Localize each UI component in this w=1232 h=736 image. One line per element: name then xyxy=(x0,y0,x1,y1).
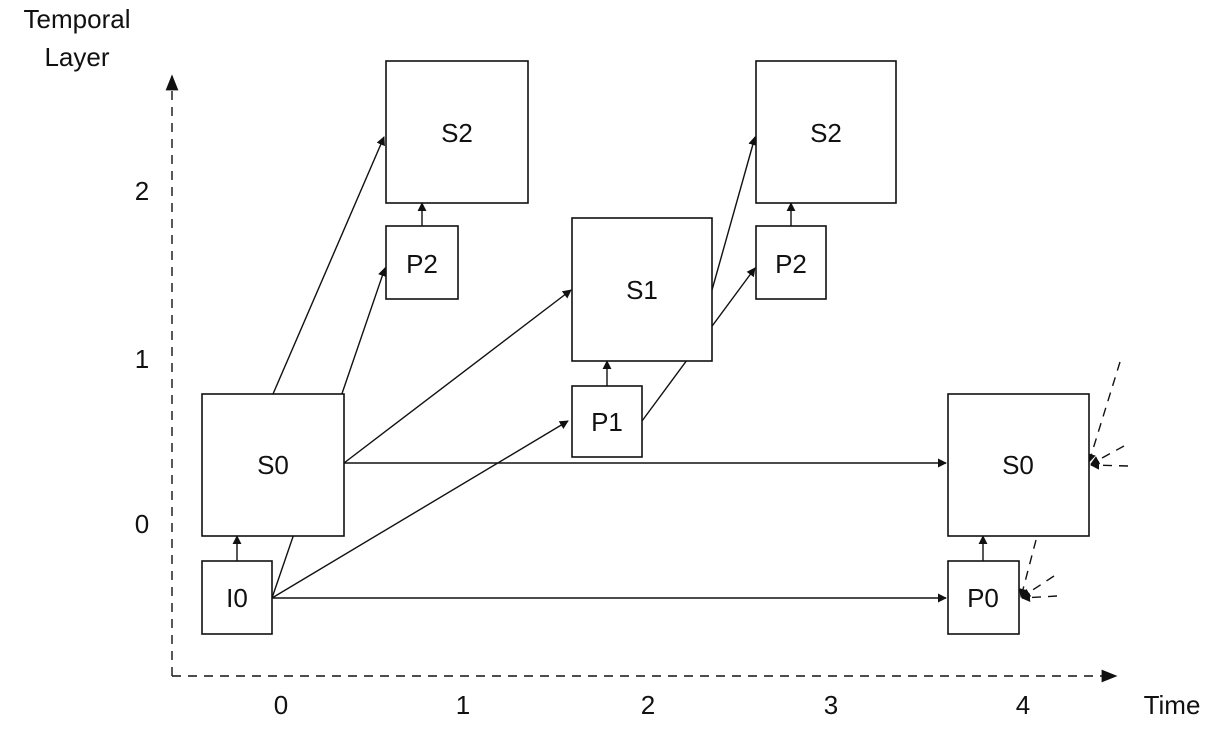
frame-s1: S1 xyxy=(571,217,713,362)
dashed-arrow-incoming xyxy=(1090,445,1125,465)
frame-p2: P2 xyxy=(755,225,827,300)
x-tick-label: 2 xyxy=(641,690,655,720)
arrow-s0-to-s1 xyxy=(343,289,572,464)
frame-p0: P0 xyxy=(947,560,1020,635)
y-tick-label: 0 xyxy=(135,509,149,539)
frame-p1: P1 xyxy=(571,385,643,458)
frame-label: P0 xyxy=(967,583,999,613)
x-tick-label: 0 xyxy=(274,690,288,720)
frame-label: P1 xyxy=(591,407,623,437)
x-tick-label: 4 xyxy=(1016,690,1030,720)
y-axis-title-line2: Layer xyxy=(44,42,109,72)
frame-label: S0 xyxy=(1002,450,1034,480)
frame-s0: S0 xyxy=(201,393,345,537)
dashed-arrow-incoming xyxy=(1090,460,1129,470)
frame-s2: S2 xyxy=(755,60,897,204)
frame-label: P2 xyxy=(406,249,438,279)
dashed-arrow-incoming xyxy=(1087,361,1121,463)
frame-label: S1 xyxy=(626,275,658,305)
x-axis-title: Time xyxy=(1144,690,1201,720)
x-tick-label: 3 xyxy=(824,690,838,720)
frame-label: S2 xyxy=(441,118,473,148)
frame-label: S2 xyxy=(810,118,842,148)
dashed-arrow-incoming xyxy=(1018,539,1037,598)
frame-p2: P2 xyxy=(385,225,459,300)
x-tick-label: 1 xyxy=(456,690,470,720)
arrow-s0-to-s2 xyxy=(272,136,385,395)
arrow-i0-to-p1 xyxy=(271,420,569,599)
y-tick-label: 2 xyxy=(135,176,149,206)
y-axis-title-line1: Temporal xyxy=(24,4,131,34)
y-tick-label: 1 xyxy=(135,344,149,374)
frame-label: I0 xyxy=(226,583,248,613)
dashed-arrow-incoming xyxy=(1021,593,1058,603)
arrow-s1-to-s2 xyxy=(711,136,758,291)
dashed-arrow-incoming xyxy=(1021,575,1055,598)
frame-s0: S0 xyxy=(947,393,1090,537)
frame-i0: I0 xyxy=(201,560,273,635)
frame-label: P2 xyxy=(775,249,807,279)
frame-s2: S2 xyxy=(385,60,529,204)
frame-label: S0 xyxy=(257,450,289,480)
